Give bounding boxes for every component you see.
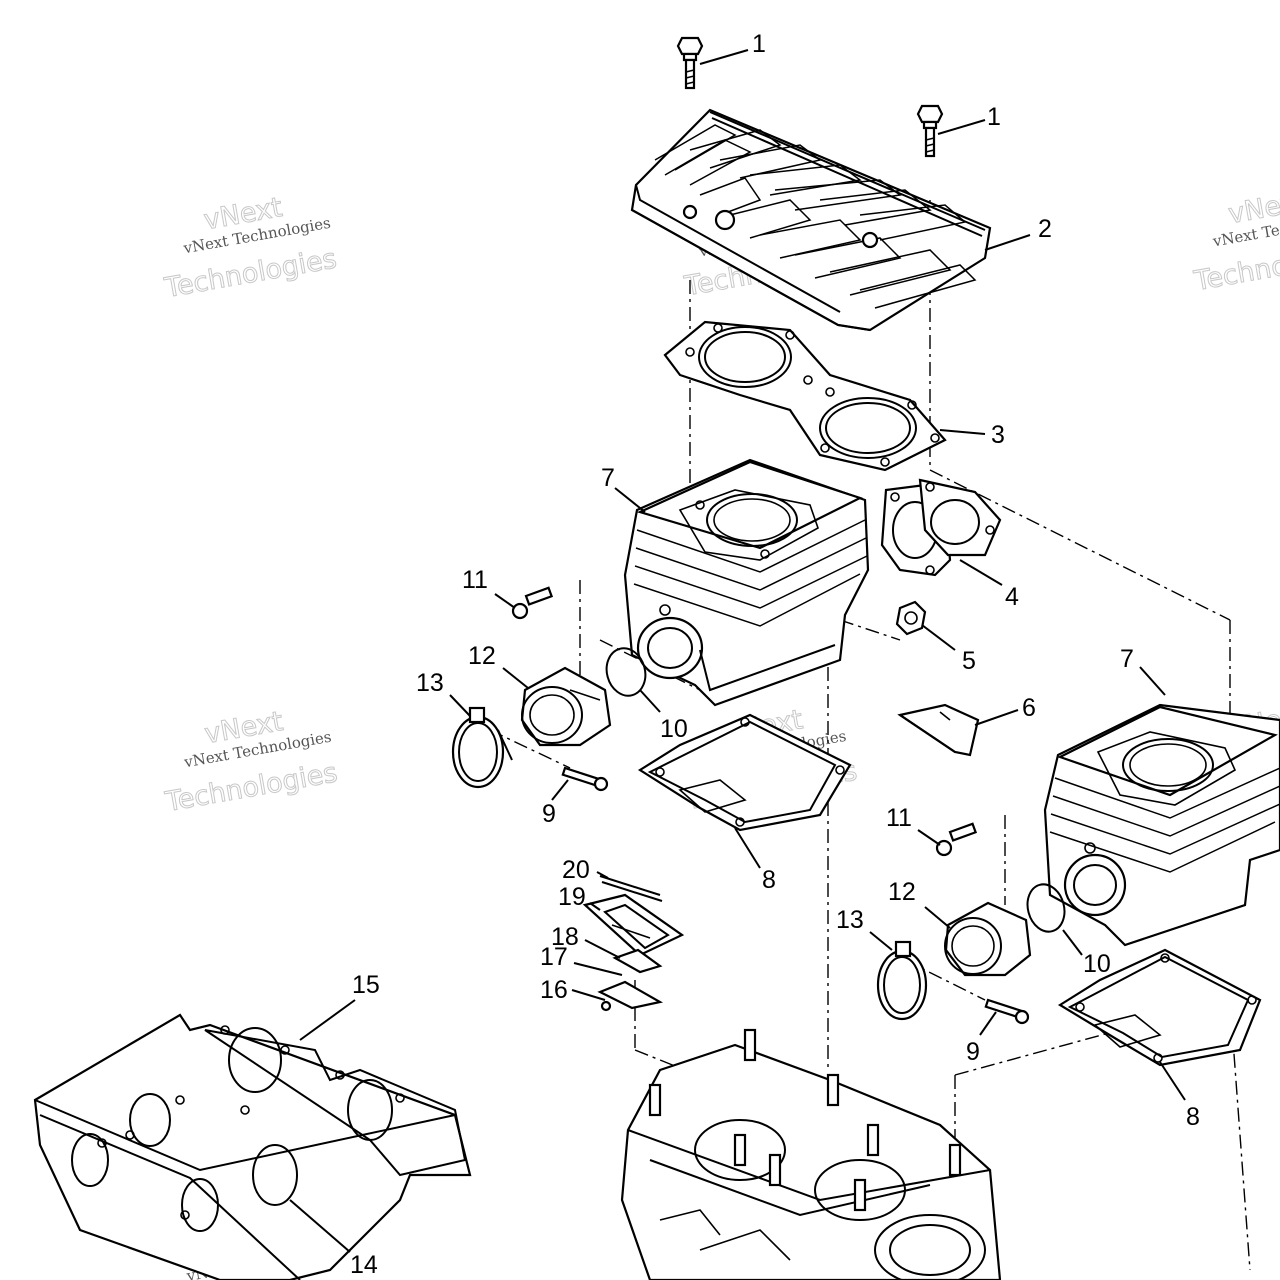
callout-2: 2 (1038, 215, 1052, 243)
callout-18: 18 (551, 923, 579, 951)
head-bolt-left (676, 36, 704, 90)
cylinder-head (630, 108, 992, 332)
callout-11: 11 (462, 566, 488, 594)
watermark-left-middle: vNext vNext Technologies Technologies (162, 705, 340, 818)
screw-9-lower (984, 998, 1030, 1025)
base-gasket-upper (637, 713, 852, 832)
callout-8: 8 (762, 866, 776, 894)
callout-10: 10 (1083, 950, 1111, 978)
screw-lower (935, 822, 978, 857)
callout-4: 4 (1005, 583, 1019, 611)
screw-9-upper (561, 766, 609, 792)
leader-lines (289, 49, 1186, 1253)
callout-10: 10 (660, 715, 688, 743)
callout-3: 3 (991, 421, 1005, 449)
callout-16: 16 (540, 976, 568, 1004)
callout-15: 15 (352, 971, 380, 999)
callout-6: 6 (1022, 694, 1036, 722)
intake-boot-upper (520, 666, 612, 747)
reed-valve-assembly (582, 875, 685, 1012)
head-bolt-right (916, 104, 944, 158)
callout-7: 7 (601, 464, 615, 492)
head-gasket (663, 320, 947, 472)
o-ring-lower (1026, 883, 1066, 933)
callout-1: 1 (987, 103, 1001, 131)
exhaust-shield (33, 1013, 472, 1280)
callout-17: 17 (540, 943, 568, 971)
screw-upper (511, 586, 554, 620)
callout-13: 13 (836, 906, 864, 934)
callout-8: 8 (1186, 1103, 1200, 1131)
exhaust-gasket (880, 478, 1002, 577)
clamp-upper (451, 706, 513, 789)
cylinder-upper (623, 458, 870, 707)
wedge-block (897, 703, 980, 757)
callout-14: 14 (350, 1251, 378, 1279)
intake-boot-lower (944, 901, 1032, 977)
watermark-right-top: vNext vNext Technologies Technologies (1191, 185, 1280, 297)
callout-12: 12 (468, 642, 496, 670)
crankcase (620, 1028, 1002, 1280)
nut (895, 600, 927, 636)
cylinder-lower (1043, 703, 1280, 947)
callout-19: 19 (558, 883, 586, 911)
callout-1: 1 (752, 30, 766, 58)
o-ring-upper (605, 647, 647, 697)
callout-5: 5 (962, 647, 976, 675)
callout-12: 12 (888, 878, 916, 906)
callout-20: 20 (562, 856, 590, 884)
watermark-left-top: vNext vNext Technologies Technologies (161, 192, 339, 305)
callout-9: 9 (966, 1038, 980, 1066)
base-gasket-lower (1057, 948, 1262, 1067)
callout-11: 11 (886, 804, 912, 832)
callout-13: 13 (416, 669, 444, 697)
clamp-lower (876, 940, 928, 1021)
callout-numbers: 1 1 2 3 4 5 6 7 7 8 8 9 9 10 10 11 11 12… (350, 30, 1200, 1279)
callout-9: 9 (542, 800, 556, 828)
callout-7: 7 (1120, 645, 1134, 673)
